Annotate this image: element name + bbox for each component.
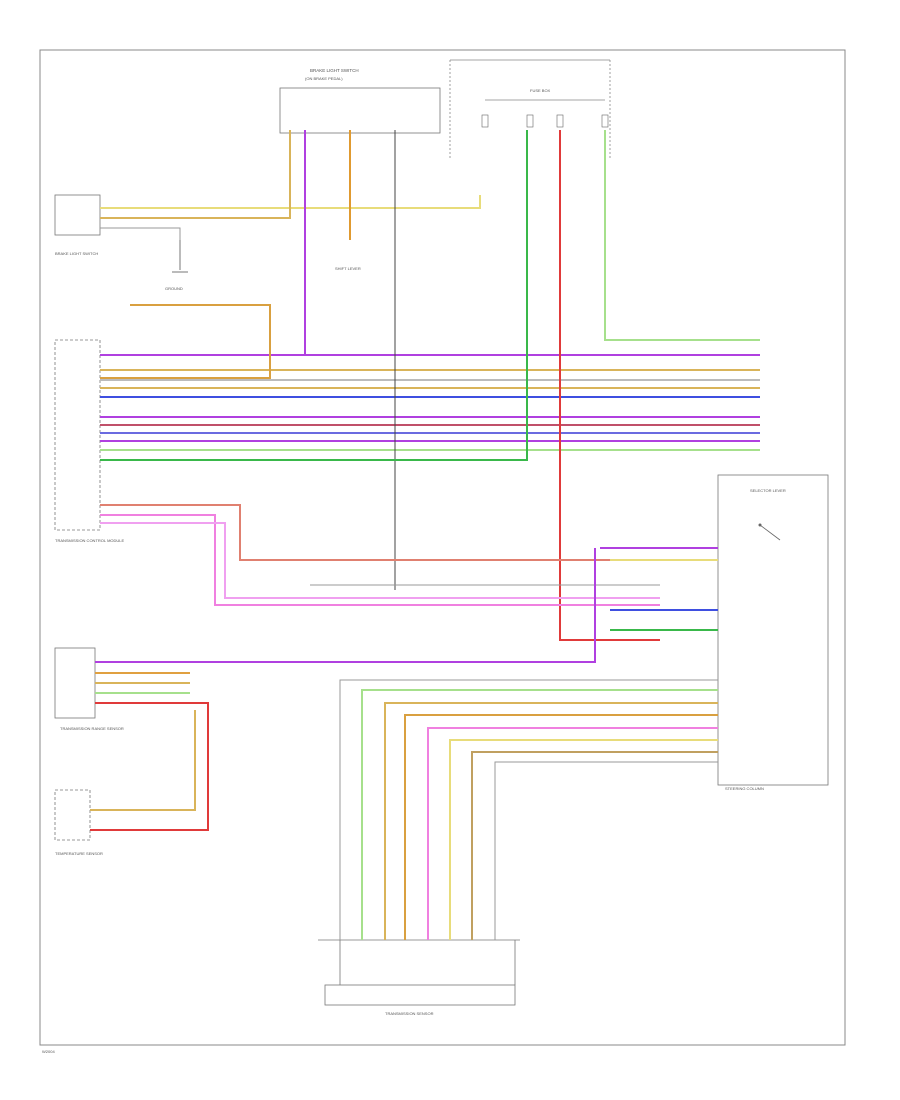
ground-label: GROUND xyxy=(165,286,183,291)
bottom-connector-label: TRANSMISSION SENSOR xyxy=(385,1011,434,1016)
temp-sensor: TEMPERATURE SENSOR xyxy=(54,789,103,856)
brake-light-switch: BRAKE LIGHT SWITCH xyxy=(54,194,101,256)
wire-pink-1 xyxy=(100,514,660,606)
wire-pink-2 xyxy=(100,522,660,599)
wire-bottom-2 xyxy=(361,689,718,940)
wires xyxy=(90,130,760,940)
tcm-left-connector: TRANSMISSION CONTROL MODULE xyxy=(54,339,125,543)
fuse-block: FUSE BOX xyxy=(449,59,611,160)
wire-red-drop xyxy=(559,130,660,641)
top-module-sublabel: (ON BRAKE PEDAL) xyxy=(305,76,343,81)
wire-orange-loop xyxy=(100,304,271,379)
wire-bottom-4 xyxy=(404,714,718,940)
wire-tan-temp xyxy=(90,710,196,811)
sensor-block: TRANSMISSION RANGE SENSOR xyxy=(54,647,124,731)
bottom-connector: TRANSMISSION SENSOR xyxy=(318,939,520,1016)
shift-lever-label: SHIFT LEVER xyxy=(335,266,361,271)
wire-red-low xyxy=(100,504,660,561)
tcm-left-label: TRANSMISSION CONTROL MODULE xyxy=(55,538,125,543)
corner-code: W2004 xyxy=(42,1049,55,1054)
top-module: BRAKE LIGHT SWITCH (ON BRAKE PEDAL) xyxy=(279,68,441,134)
wire-bottom-7 xyxy=(471,751,718,940)
wire-green-drop xyxy=(100,130,528,461)
temp-sensor-label: TEMPERATURE SENSOR xyxy=(55,851,103,856)
selector-lever-label: SELECTOR LEVER xyxy=(750,488,786,493)
wire-bottom-5 xyxy=(427,727,718,940)
wire-gray-brake xyxy=(100,227,181,240)
wire-red-sensor xyxy=(90,702,209,831)
selector-lever-module: SELECTOR LEVER STEERING COLUMN xyxy=(717,474,829,791)
wire-violet-sensor xyxy=(95,548,596,663)
wire-tan-brake xyxy=(100,130,291,219)
wire-lightgreen-drop xyxy=(604,130,760,341)
brake-light-switch-label: BRAKE LIGHT SWITCH xyxy=(55,251,98,256)
wire-bottom-1 xyxy=(339,679,718,940)
wire-bottom-8 xyxy=(494,761,718,940)
right-caption: STEERING COLUMN xyxy=(725,786,764,791)
wire-bottom-6 xyxy=(449,739,718,940)
ground-symbol: GROUND xyxy=(165,240,188,291)
top-module-label: BRAKE LIGHT SWITCH xyxy=(310,68,359,73)
sensor-block-label: TRANSMISSION RANGE SENSOR xyxy=(60,726,124,731)
wire-bottom-3 xyxy=(384,702,718,940)
diagram-frame xyxy=(39,49,846,1046)
wire-yellow-brake xyxy=(100,195,481,209)
fuse-block-label: FUSE BOX xyxy=(530,88,551,93)
